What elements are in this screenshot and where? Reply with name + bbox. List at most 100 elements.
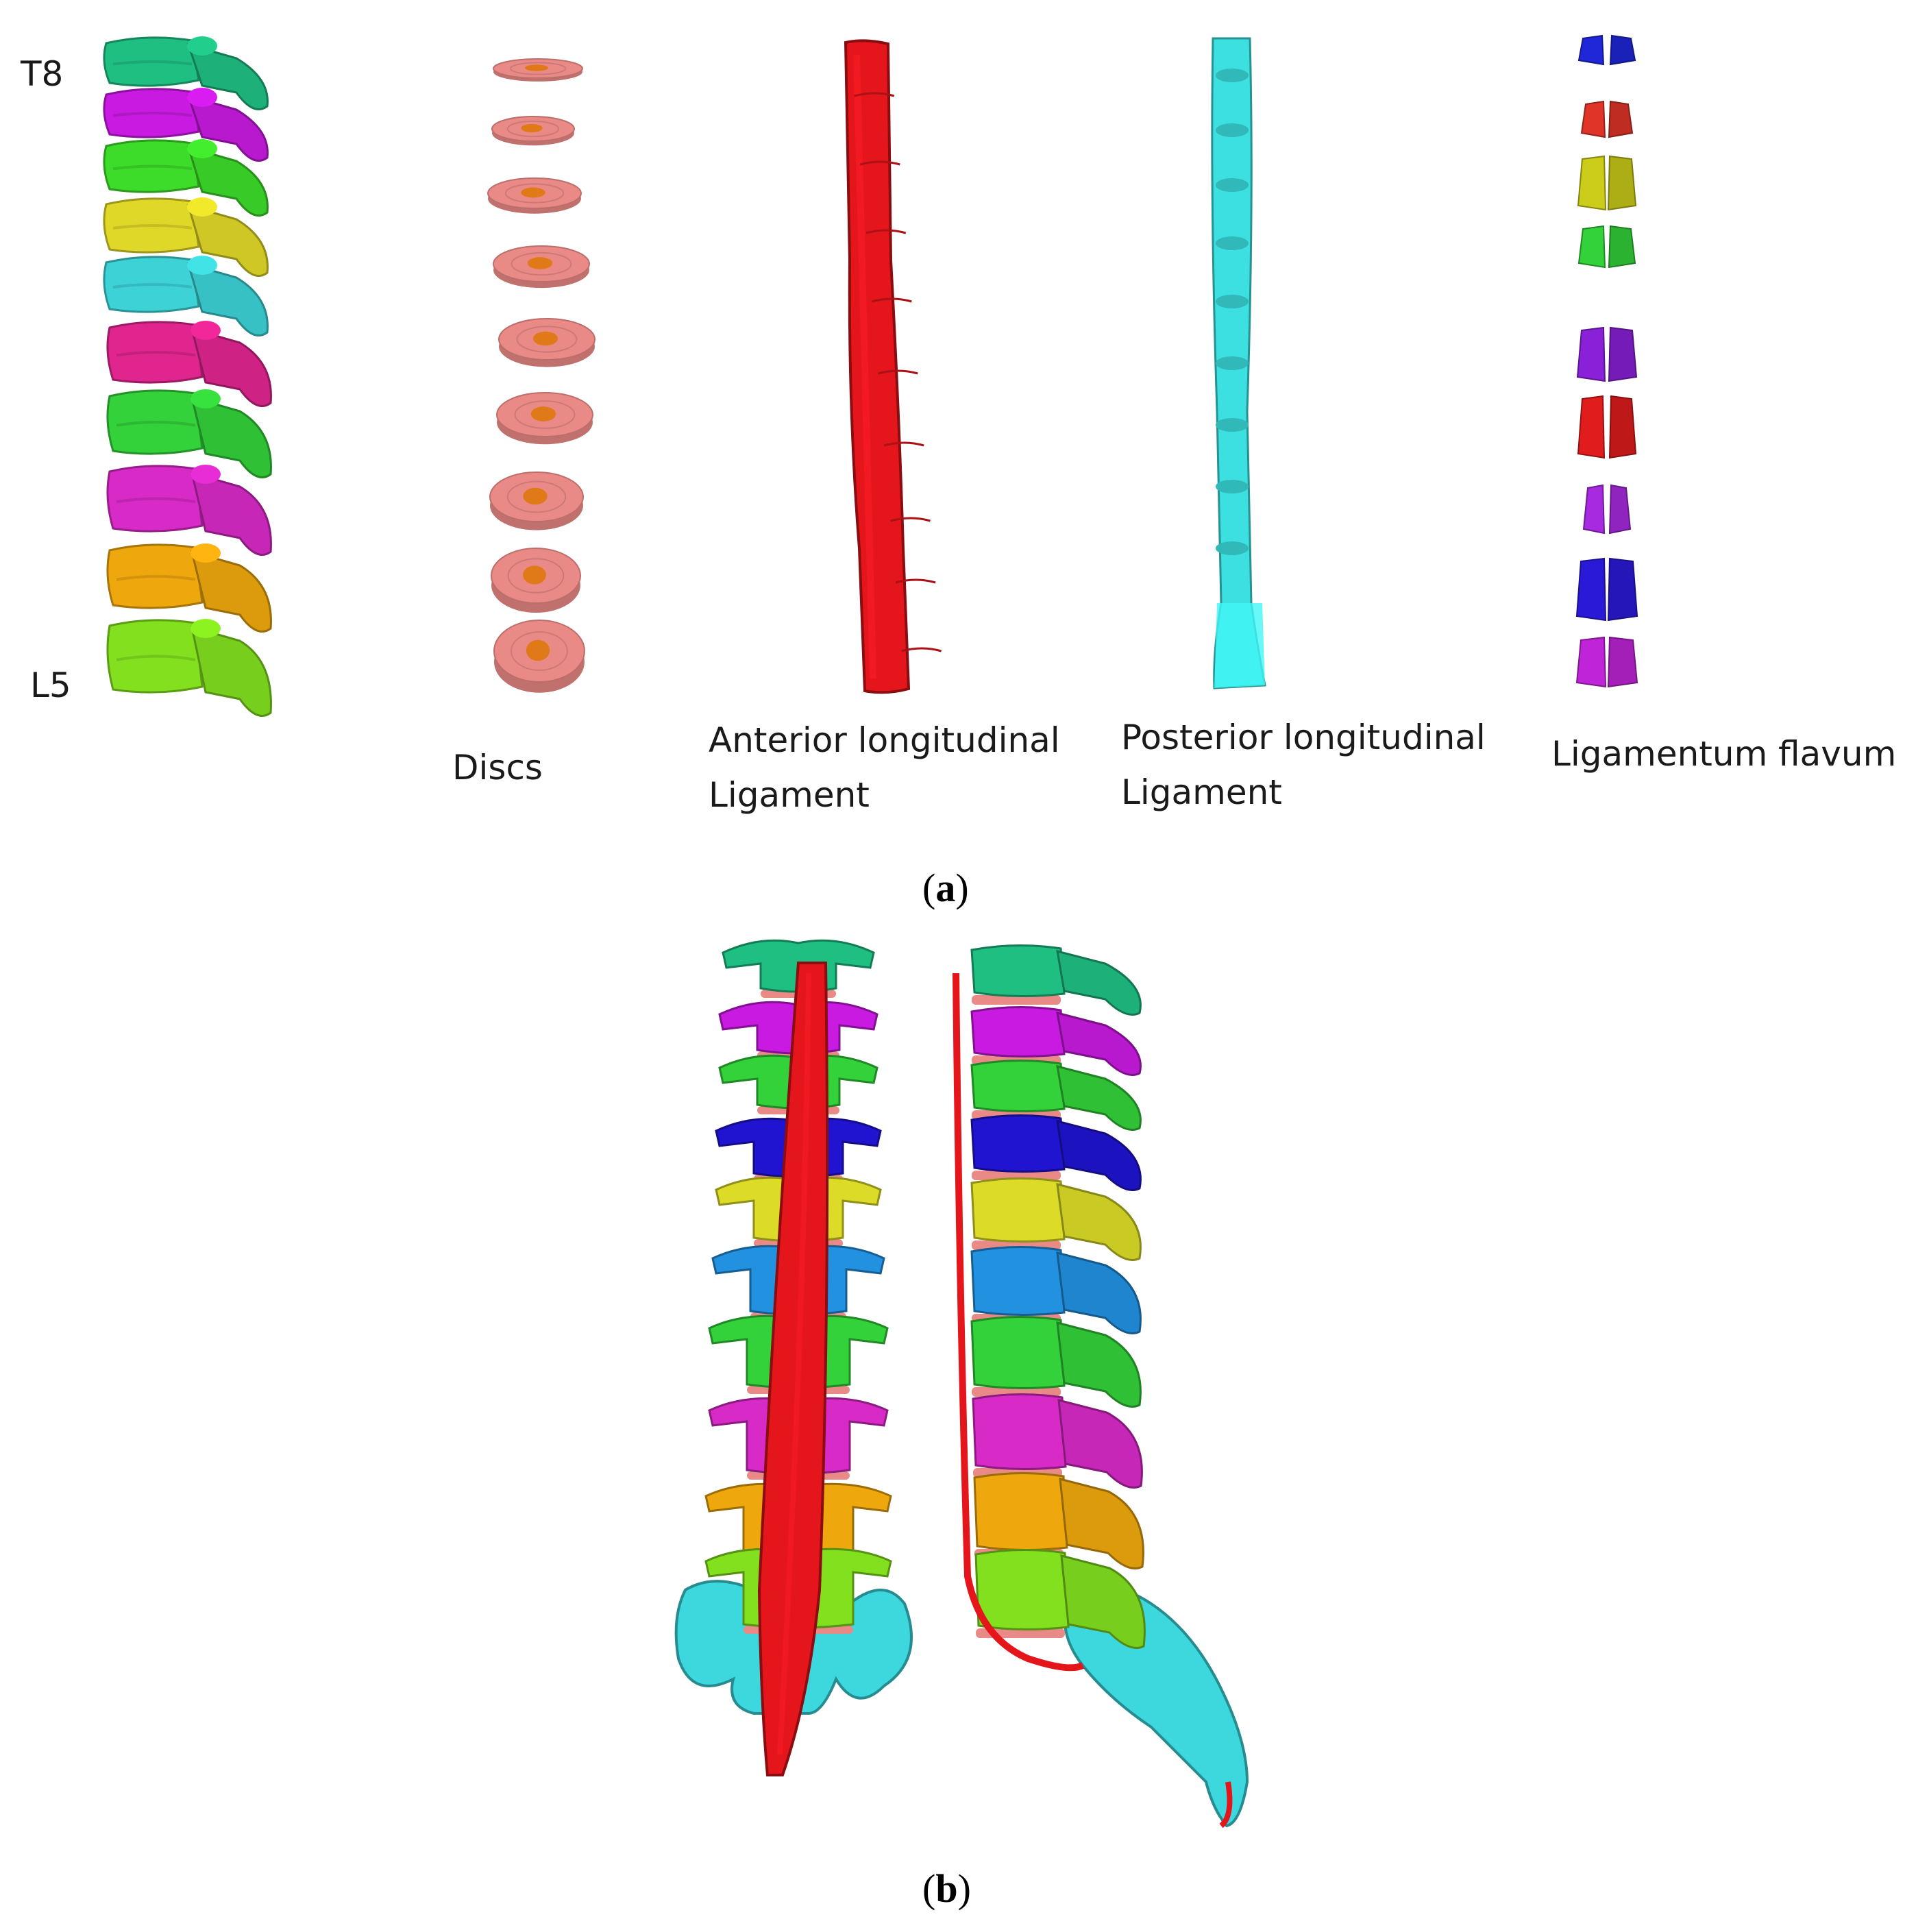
disc-ring [511, 252, 572, 276]
vertebra-process [186, 94, 269, 162]
side-vertebra-body [970, 1114, 1066, 1173]
side-vertebra-process [1060, 1554, 1146, 1649]
posterior-ligament-segment [1216, 236, 1249, 250]
vertebra-facet [191, 321, 221, 340]
vertebra-facet [191, 543, 221, 563]
anterior-ligament-segment [865, 229, 907, 234]
disc-nucleus [525, 64, 548, 71]
vertebra-process [190, 395, 272, 478]
anterior-longitudinal-ligament [844, 39, 942, 694]
vertebra-facet [187, 197, 217, 217]
anterior-ligament-band [844, 39, 911, 694]
side-vertebra-process [1056, 1011, 1142, 1076]
side-vertebra-body [970, 944, 1066, 998]
flavum-right [1608, 326, 1638, 382]
label-posterior-line1: Posterior longitudinal [1121, 718, 1486, 757]
disc-nucleus [523, 565, 546, 585]
flavum-left [1575, 636, 1607, 688]
vertebra-ridge [116, 351, 196, 357]
ligamentum-flavum-stack [1575, 34, 1638, 688]
spine-assembly-front-view [674, 939, 913, 1776]
vertebra-ridge [116, 497, 196, 504]
vertebra-facet [191, 389, 221, 408]
label-anterior-line1: Anterior longitudinal [709, 720, 1060, 760]
label-ligamentum-flavum: Ligamentum flavum [1551, 734, 1897, 774]
side-disc [972, 1171, 1061, 1180]
label-l5: L5 [30, 665, 71, 705]
disc-ring [511, 631, 568, 671]
posterior-ligament-base [1214, 603, 1265, 688]
side-vertebra-process [1056, 1321, 1142, 1408]
disc-nucleus [526, 639, 550, 661]
flavum-right [1608, 100, 1634, 138]
caption-a: (a) [922, 866, 969, 910]
label-anterior-line2: Ligament [709, 775, 870, 815]
flavum-left [1577, 34, 1605, 66]
anterior-ligament-highlight [853, 54, 876, 679]
flavum-right [1607, 155, 1637, 211]
vertebra-ridge [116, 575, 196, 581]
posterior-ligament-segment [1216, 356, 1249, 370]
disc-ring [504, 183, 565, 204]
posterior-ligament-segment [1216, 178, 1249, 192]
side-vertebra-process [1056, 1182, 1142, 1261]
side-vertebra-process [1056, 1251, 1142, 1334]
posterior-longitudinal-ligament [1211, 37, 1266, 689]
flavum-left [1580, 100, 1606, 138]
side-vertebra-body [970, 1059, 1066, 1113]
flavum-left [1576, 326, 1606, 382]
label-anterior-longitudinal-ligament: Anterior longitudinal Ligament [709, 713, 1060, 822]
side-vertebra-process [1056, 949, 1142, 1016]
flavum-left [1575, 557, 1607, 622]
flavum-right [1607, 557, 1638, 622]
flavum-left [1577, 155, 1607, 211]
flavum-right [1608, 225, 1636, 269]
flavum-right [1608, 395, 1637, 459]
side-vertebra-process [1056, 1119, 1142, 1191]
vertebra-process [186, 262, 269, 337]
caption-b: (b) [922, 1866, 971, 1911]
side-vertebra-body [970, 1245, 1066, 1317]
side-vertebra-body [970, 1177, 1066, 1243]
disc-ring [514, 400, 576, 429]
flavum-right [1608, 484, 1632, 535]
anterior-ligament-side [953, 973, 1085, 1672]
vertebra-facet [187, 36, 217, 56]
anterior-ligament-segment [854, 92, 895, 97]
posterior-ligament-segment [1216, 541, 1249, 555]
vertebra-facet [187, 256, 217, 275]
vertebrae-column-lateral [103, 36, 272, 717]
anterior-ligament-side-tail [1219, 1781, 1233, 1829]
label-t8: T8 [21, 54, 64, 94]
vertebra-ridge [112, 164, 193, 171]
vertebra-facet [187, 88, 217, 107]
side-vertebra-body [974, 1548, 1070, 1631]
anterior-ligament-front-highlight [777, 973, 811, 1755]
disc-ring [506, 120, 560, 138]
anterior-ligament-segment [890, 517, 931, 522]
vertebra-process [186, 204, 269, 277]
sacrum-side [1063, 1584, 1249, 1828]
anterior-ligament-front [757, 962, 829, 1776]
posterior-ligament-segment [1216, 69, 1249, 82]
posterior-ligament-segment [1216, 418, 1249, 432]
posterior-ligament-segment [1216, 295, 1249, 308]
disc-ring [509, 62, 567, 75]
disc-nucleus [521, 187, 545, 198]
flavum-left [1577, 395, 1606, 459]
vertebra-process [190, 471, 272, 556]
label-posterior-line2: Ligament [1121, 772, 1282, 812]
flavum-left [1577, 225, 1606, 269]
side-disc [972, 995, 1061, 1005]
disc-nucleus [523, 487, 548, 505]
anterior-ligament-segment [895, 578, 936, 584]
disc-nucleus [532, 331, 558, 346]
anterior-ligament-segment [871, 297, 912, 303]
posterior-ligament-segment [1216, 123, 1249, 137]
side-vertebra-body [973, 1471, 1068, 1552]
disc-ring [506, 480, 567, 513]
disc-ring [516, 326, 578, 353]
spine-assembly-side-view [953, 944, 1249, 1829]
posterior-ligament-segment [1216, 480, 1249, 493]
